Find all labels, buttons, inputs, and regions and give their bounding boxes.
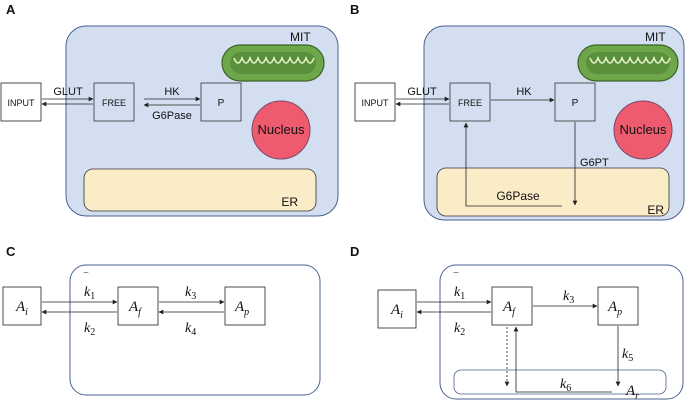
g6pase-return-arrow-b <box>463 122 562 207</box>
g6pt-label-b: G6PT <box>580 157 609 169</box>
free-box-b <box>449 82 491 122</box>
nucleus-a <box>251 100 311 160</box>
af-box-d <box>491 286 533 326</box>
ai-box-d <box>377 289 417 329</box>
mit-label-b: MIT <box>645 30 666 44</box>
nucleus-label-a: Nucleus <box>258 122 305 137</box>
input-label-b: INPUT <box>362 98 390 108</box>
ap-box-c <box>224 286 266 326</box>
glut-label-b: GLUT <box>407 86 437 98</box>
af-label-d: Af <box>502 299 516 318</box>
panel-c-letter: C <box>6 244 16 259</box>
nucleus-b <box>613 100 673 160</box>
k2-label-c: k2 <box>84 321 95 338</box>
free-label-b: FREE <box>458 98 482 108</box>
ap-label-d: Ap <box>607 299 622 318</box>
p-box-b <box>554 82 596 122</box>
panel-b-letter: B <box>350 2 359 17</box>
k5-label-d: k5 <box>622 347 633 364</box>
glut-label-a: GLUT <box>53 86 83 98</box>
k1-bar-c: ‾ <box>83 271 89 285</box>
panel-d: D Ai Af Ap k1 ‾ k2 k3 k5 Ar k6 <box>350 244 684 402</box>
k3-label-d: k3 <box>563 289 574 306</box>
panel-d-letter: D <box>350 244 359 259</box>
input-label-a: INPUT <box>8 98 36 108</box>
p-box-a <box>200 82 242 122</box>
k3-label-c: k3 <box>185 285 196 302</box>
ap-label-c: Ap <box>234 299 249 318</box>
af-label-c: Af <box>128 299 142 318</box>
er-a <box>83 168 317 212</box>
panel-a-letter: A <box>6 2 16 17</box>
mitochondrion-a <box>221 44 325 82</box>
ai-box-c <box>2 286 42 326</box>
panel-c: C Ai Af Ap k1 ‾ k2 k3 k4 <box>2 244 321 396</box>
er-label-b: ER <box>647 203 664 217</box>
ar-label-d: Ar <box>625 383 639 402</box>
k1-label-d: k1 <box>454 285 465 302</box>
nucleus-label-b: Nucleus <box>620 122 667 137</box>
g6pase-label-b: G6Pase <box>496 189 540 203</box>
er-label-a: ER <box>281 195 298 209</box>
panel-a: A ER MIT Nucleus INPUT FREE P GLUT HK G6… <box>0 2 339 217</box>
free-label-a: FREE <box>102 98 126 108</box>
k4-label-c: k4 <box>185 321 196 338</box>
p-label-b: P <box>572 98 579 109</box>
mitochondrion-b <box>577 44 679 82</box>
hk-label-a: HK <box>164 86 180 98</box>
ap-box-d <box>597 286 639 326</box>
g6pase-label-a: G6Pase <box>152 110 192 122</box>
p-label-a: P <box>218 98 225 109</box>
k2-label-d: k2 <box>454 321 465 338</box>
mit-label-a: MIT <box>290 30 311 44</box>
af-box-c <box>117 286 159 326</box>
k1-label-c: k1 <box>84 285 95 302</box>
panel-b: B ER MIT Nucleus INPUT FREE P GLUT HK G6… <box>350 2 685 221</box>
input-box-a <box>0 82 42 122</box>
er-b <box>436 167 670 217</box>
k1-bar-d: ‾ <box>453 271 459 285</box>
free-box-a <box>93 82 135 122</box>
k6-arrow-d <box>513 326 612 393</box>
k6-label-d: k6 <box>560 377 571 394</box>
input-box-b <box>354 82 396 122</box>
ai-label-d: Ai <box>390 302 403 321</box>
ai-label-c: Ai <box>15 299 28 318</box>
hk-label-b: HK <box>516 86 532 98</box>
